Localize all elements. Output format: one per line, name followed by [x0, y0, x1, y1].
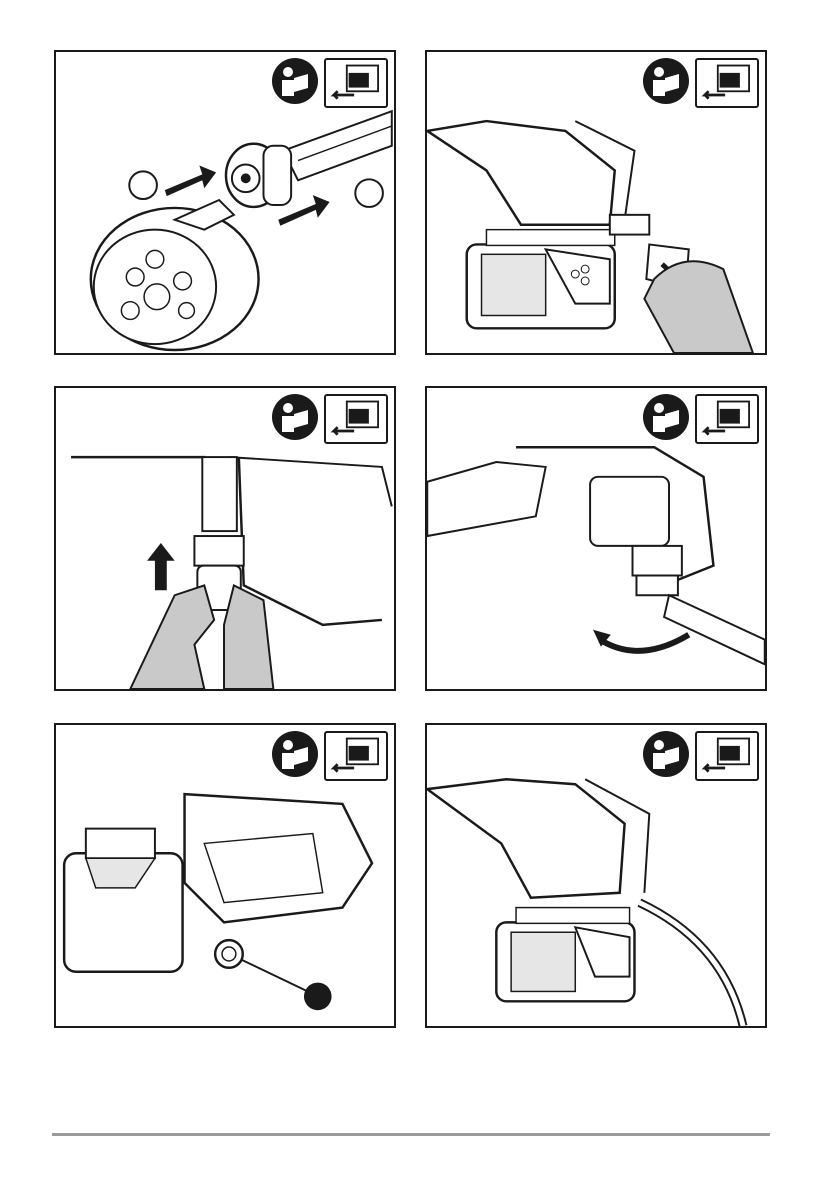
figure-panel-1 — [54, 50, 396, 355]
panel-icons — [643, 58, 759, 108]
panel-icons — [272, 731, 388, 781]
panel-icons — [643, 731, 759, 781]
step-marker-2 — [355, 179, 383, 207]
remove-battery-icon — [324, 394, 388, 444]
figure-panel-3 — [54, 386, 396, 691]
read-manual-icon — [272, 394, 318, 440]
figure-panel-2 — [425, 50, 767, 355]
remove-battery-icon — [695, 731, 759, 781]
panel-icons — [272, 394, 388, 444]
panel-icons — [272, 58, 388, 108]
figure-panel-5 — [54, 723, 396, 1028]
read-manual-icon — [643, 58, 689, 104]
read-manual-icon — [643, 394, 689, 440]
panel-icons — [643, 394, 759, 444]
figure-panel-6 — [425, 723, 767, 1028]
remove-battery-icon — [695, 58, 759, 108]
remove-battery-icon — [324, 58, 388, 108]
figure-panel-4 — [425, 386, 767, 691]
read-manual-icon — [272, 58, 318, 104]
remove-battery-icon — [324, 731, 388, 781]
remove-battery-icon — [695, 394, 759, 444]
callout-marker — [304, 983, 332, 1011]
read-manual-icon — [272, 731, 318, 777]
step-marker-1 — [129, 171, 157, 199]
footer-rule — [52, 1133, 770, 1136]
read-manual-icon — [643, 731, 689, 777]
